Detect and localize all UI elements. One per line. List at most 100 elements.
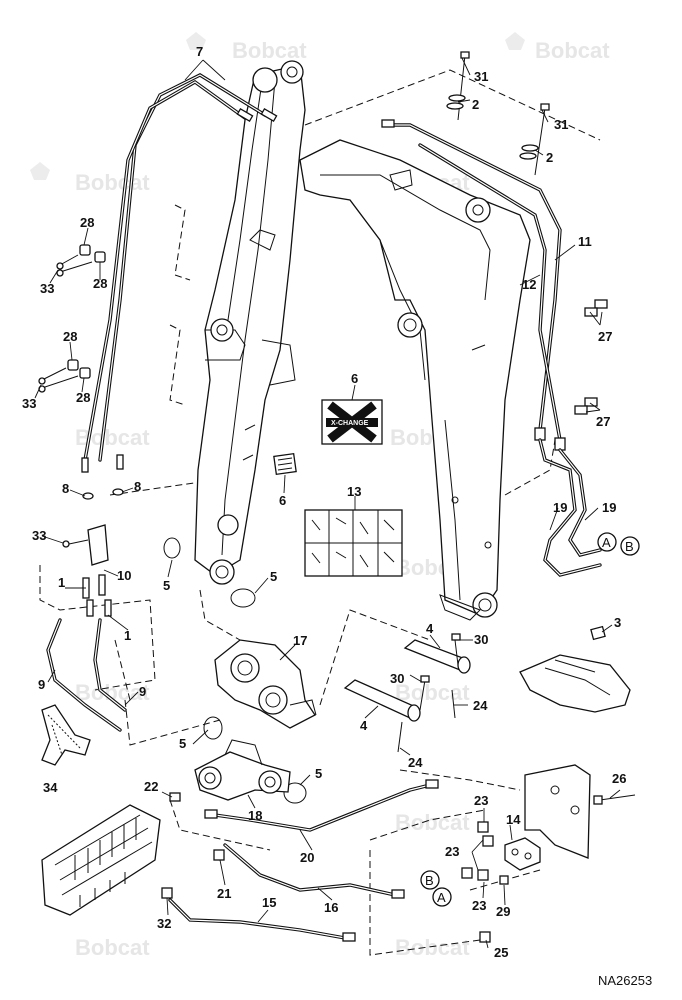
link-18 bbox=[194, 739, 291, 801]
callout-22: 22 bbox=[144, 779, 158, 794]
callout-10: 10 bbox=[117, 568, 131, 583]
callout-17: 17 bbox=[293, 633, 307, 648]
callout-28: 28 bbox=[76, 390, 90, 405]
callout-30: 30 bbox=[390, 671, 404, 686]
connector-b-label: B bbox=[625, 539, 634, 554]
callout-28: 28 bbox=[63, 329, 77, 344]
callout-20: 20 bbox=[300, 850, 314, 865]
callout-9: 9 bbox=[38, 677, 45, 692]
callout-33: 33 bbox=[40, 281, 54, 296]
callout-1: 1 bbox=[124, 628, 131, 643]
watermark-logo: Bobcat bbox=[395, 680, 470, 705]
pins bbox=[343, 633, 471, 753]
callout-31: 31 bbox=[474, 69, 488, 84]
hoses-9 bbox=[41, 618, 127, 766]
callout-16: 16 bbox=[324, 900, 338, 915]
callout-4: 4 bbox=[360, 718, 368, 733]
callout-21: 21 bbox=[217, 886, 231, 901]
callout-19: 19 bbox=[553, 500, 567, 515]
valve-fittings bbox=[161, 792, 225, 899]
watermark-logo: Bobcat bbox=[505, 32, 610, 63]
boom-arm bbox=[194, 60, 306, 585]
callout-26: 26 bbox=[612, 771, 626, 786]
clamps-27 bbox=[574, 299, 608, 415]
watermark-logo: Bobcat bbox=[395, 810, 470, 835]
callout-11: 11 bbox=[578, 234, 592, 249]
callout-33: 33 bbox=[22, 396, 36, 411]
watermark-text: Bobcat bbox=[395, 810, 470, 835]
routing-lines bbox=[39, 69, 601, 956]
o-rings bbox=[163, 537, 307, 804]
callout-29: 29 bbox=[496, 904, 510, 919]
callout-33: 33 bbox=[32, 528, 46, 543]
connector-b-marker bbox=[620, 536, 640, 556]
callout-1: 1 bbox=[58, 575, 65, 590]
decal-x-change: X-CHANGE bbox=[321, 399, 383, 445]
watermark-text: Bobcat bbox=[75, 935, 150, 960]
callout-32: 32 bbox=[157, 916, 171, 931]
callout-15: 15 bbox=[262, 895, 276, 910]
callout-6: 6 bbox=[279, 493, 286, 508]
connector-a-label: A bbox=[602, 535, 611, 550]
callout-2: 2 bbox=[546, 150, 553, 165]
connector-a-marker-lower bbox=[432, 887, 452, 907]
callout-5: 5 bbox=[315, 766, 322, 781]
watermark-logo: Bobcat bbox=[75, 935, 150, 960]
watermark-logo: Bobcat bbox=[30, 162, 150, 195]
connector-b-label-lower: B bbox=[425, 873, 434, 888]
callout-7: 7 bbox=[196, 44, 203, 59]
valve-14 bbox=[461, 821, 541, 943]
callout-13: 13 bbox=[347, 484, 361, 499]
watermark-text: Bobcat bbox=[395, 680, 470, 705]
callout-34: 34 bbox=[43, 780, 58, 795]
decal-instructions bbox=[304, 509, 403, 577]
callout-12: 12 bbox=[522, 277, 536, 292]
callout-18: 18 bbox=[248, 808, 262, 823]
bolts-31 bbox=[446, 51, 550, 176]
decal-small bbox=[273, 452, 297, 476]
watermark-text: Bobcat bbox=[535, 38, 610, 63]
callout-25: 25 bbox=[494, 945, 508, 960]
coupler-17 bbox=[214, 639, 317, 729]
hose-clamps bbox=[38, 244, 106, 393]
connector-markers-lower: B A bbox=[420, 870, 452, 907]
washers-8 bbox=[82, 488, 124, 500]
callout-5: 5 bbox=[270, 569, 277, 584]
callout-19: 19 bbox=[602, 500, 616, 515]
callout-30: 30 bbox=[474, 632, 488, 647]
watermark-text: Bobcat bbox=[75, 170, 150, 195]
watermark-logo: Bobcat bbox=[395, 935, 470, 960]
callout-23: 23 bbox=[474, 793, 488, 808]
callout-31: 31 bbox=[554, 117, 568, 132]
control-valve bbox=[41, 804, 161, 916]
callout-23: 23 bbox=[472, 898, 486, 913]
boom-hoses bbox=[81, 73, 278, 473]
leader-lines bbox=[34, 57, 621, 949]
callout-27: 27 bbox=[598, 329, 612, 344]
callout-8: 8 bbox=[62, 481, 69, 496]
decal-text: X-CHANGE bbox=[331, 420, 369, 427]
hoses-19 bbox=[538, 438, 602, 577]
bracket-and-fittings bbox=[62, 524, 112, 617]
callout-3: 3 bbox=[614, 615, 621, 630]
callout-6: 6 bbox=[351, 371, 358, 386]
callout-28: 28 bbox=[80, 215, 94, 230]
callout-8: 8 bbox=[134, 479, 141, 494]
callout-9: 9 bbox=[139, 684, 146, 699]
drawing-number: NA26253 bbox=[598, 973, 652, 988]
watermark-logo: Bobcat bbox=[186, 32, 307, 63]
callout-labels: 7 31 2 31 2 11 12 27 27 28 28 33 28 28 3… bbox=[22, 44, 626, 960]
watermark-text: Bobcat bbox=[395, 935, 470, 960]
watermark-text: Bobcat bbox=[232, 38, 307, 63]
callout-23: 23 bbox=[445, 844, 459, 859]
callout-5: 5 bbox=[179, 736, 186, 751]
callout-5: 5 bbox=[163, 578, 170, 593]
callout-27: 27 bbox=[596, 414, 610, 429]
callout-14: 14 bbox=[506, 812, 521, 827]
connector-b-marker-lower bbox=[420, 870, 440, 890]
callout-24: 24 bbox=[408, 755, 423, 770]
cover-3 bbox=[519, 625, 631, 713]
connector-markers-upper: A B bbox=[597, 532, 640, 556]
callout-4: 4 bbox=[426, 621, 434, 636]
